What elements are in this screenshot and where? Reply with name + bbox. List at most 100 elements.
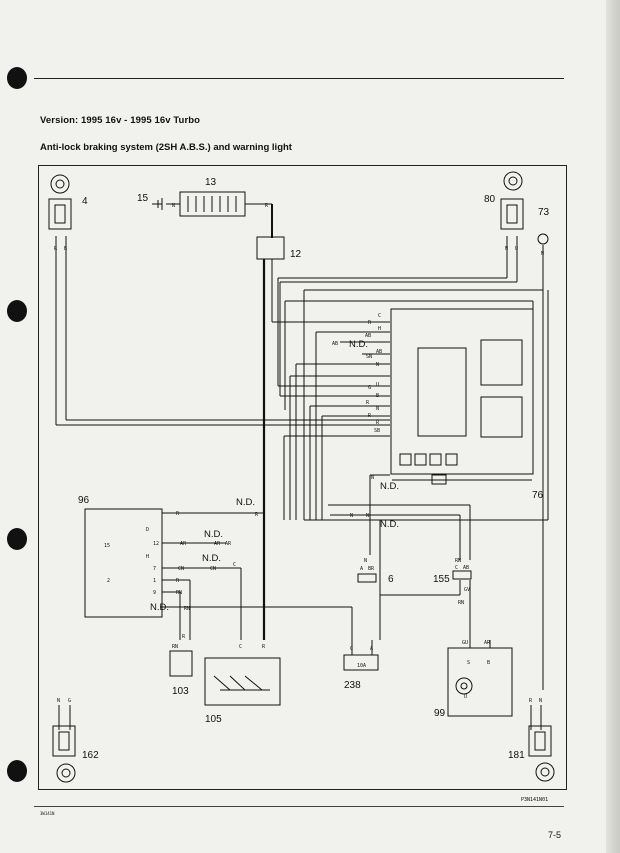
wire-code: R [529,698,533,704]
wire-code: BR [368,566,375,572]
wire-code: GV [464,587,470,593]
switch-103 [169,650,193,677]
module-96 [84,508,163,618]
wire-code: CN [210,566,216,572]
wire-code: R [265,203,269,209]
connector-155 [452,570,472,580]
binder-hole [7,300,27,322]
pin-label: 7 [153,566,156,572]
wire-code: C [455,565,458,571]
wire-code: AB [463,565,469,571]
wire-code: AB [376,349,382,355]
wire-code: RN [172,644,178,650]
wire-code: N [376,362,379,368]
pin-label: 9 [153,590,156,596]
wire-code: U [376,382,379,388]
label-13: 13 [205,177,217,188]
nd-label: N.D. [380,481,399,492]
nd-label: N.D. [202,553,221,564]
wire-code: N [172,203,175,209]
wire-code: AR [214,541,221,547]
wire-code: B [487,660,490,666]
wire-code: R [376,420,380,426]
label-4: 4 [82,196,88,207]
label-103: 103 [172,686,189,697]
wire-code: U [515,246,518,252]
wire-code: SN [366,354,372,360]
label-105: 105 [205,714,222,725]
fuse-238 [343,654,379,671]
label-76: 76 [532,490,544,501]
pin-label: D [146,527,149,533]
warning-light-99 [447,647,513,717]
wire-code: A [370,646,373,652]
wire-code: C [239,644,242,650]
header-rule [34,78,564,79]
wire-code: N [505,246,508,252]
wire-code: AR [484,640,491,646]
wire-code: C [233,562,236,568]
wire-code: R [368,413,372,419]
nd-label: N.D. [349,339,368,350]
wire-code: C [350,646,353,652]
binder-hole [7,528,27,550]
wire-code: U [464,694,467,700]
label-73: 73 [538,207,550,218]
wire-code: A [360,566,363,572]
wheel-sensor-4 [48,198,72,230]
wire-code: N [57,698,60,704]
earth-icon [50,171,555,783]
wire-code: S [467,660,470,666]
wire-code: N [364,558,367,564]
wire-code: N [376,406,379,412]
label-155: 155 [433,574,450,585]
diagram-title: Anti-lock braking system (2SH A.B.S.) an… [40,142,292,153]
wheel-sensor-80 [500,198,524,230]
pin-label: H [146,554,149,560]
wire-code: RN [184,606,190,612]
wire-code: AB [365,333,371,339]
wire-code: CN [178,566,184,572]
indicator-73 [537,233,549,245]
pin-label: 15 [104,543,110,549]
connector-6 [357,573,377,583]
nd-label: N.D. [204,529,223,540]
switch-105 [204,657,281,706]
wire-code: R [255,512,259,518]
component-12 [256,236,285,260]
fuse-rating: 10A [357,663,366,669]
page-edge [606,0,620,853]
nd-label: N.D. [236,497,255,508]
wire-code: R [182,634,186,640]
wire-code: AR [180,541,187,547]
version-title: Version: 1995 16v - 1995 16v Turbo [40,115,201,126]
diagram-frame [38,165,567,790]
wire-code: RN [176,590,182,596]
wire-code: H [378,326,381,332]
wire-code: RN [455,558,461,564]
wire-code: R [176,511,180,517]
wheel-sensor-162 [52,725,76,757]
wire-code: G [368,385,371,391]
label-12: 12 [290,249,302,260]
binder-hole [7,760,27,782]
pin-label: 2 [107,578,110,584]
wire-code: B [376,393,379,399]
label-99: 99 [434,708,446,719]
wire-code: AB [332,341,338,347]
wire-code: G [68,698,71,704]
wheel-sensor-181 [528,725,552,757]
wire-code: R [176,578,180,584]
wire-code: R [366,400,370,406]
footer-rule [34,806,564,807]
wire-code: N [350,513,353,519]
label-6: 6 [388,574,394,585]
wire-code: R [262,644,266,650]
wire-code: R [368,320,372,326]
label-181: 181 [508,750,525,761]
diagram-code: P3N141N01 [521,797,549,803]
wire-code: SB [374,428,380,434]
label-80: 80 [484,194,496,205]
footer-reference: 3W141N [40,811,55,816]
